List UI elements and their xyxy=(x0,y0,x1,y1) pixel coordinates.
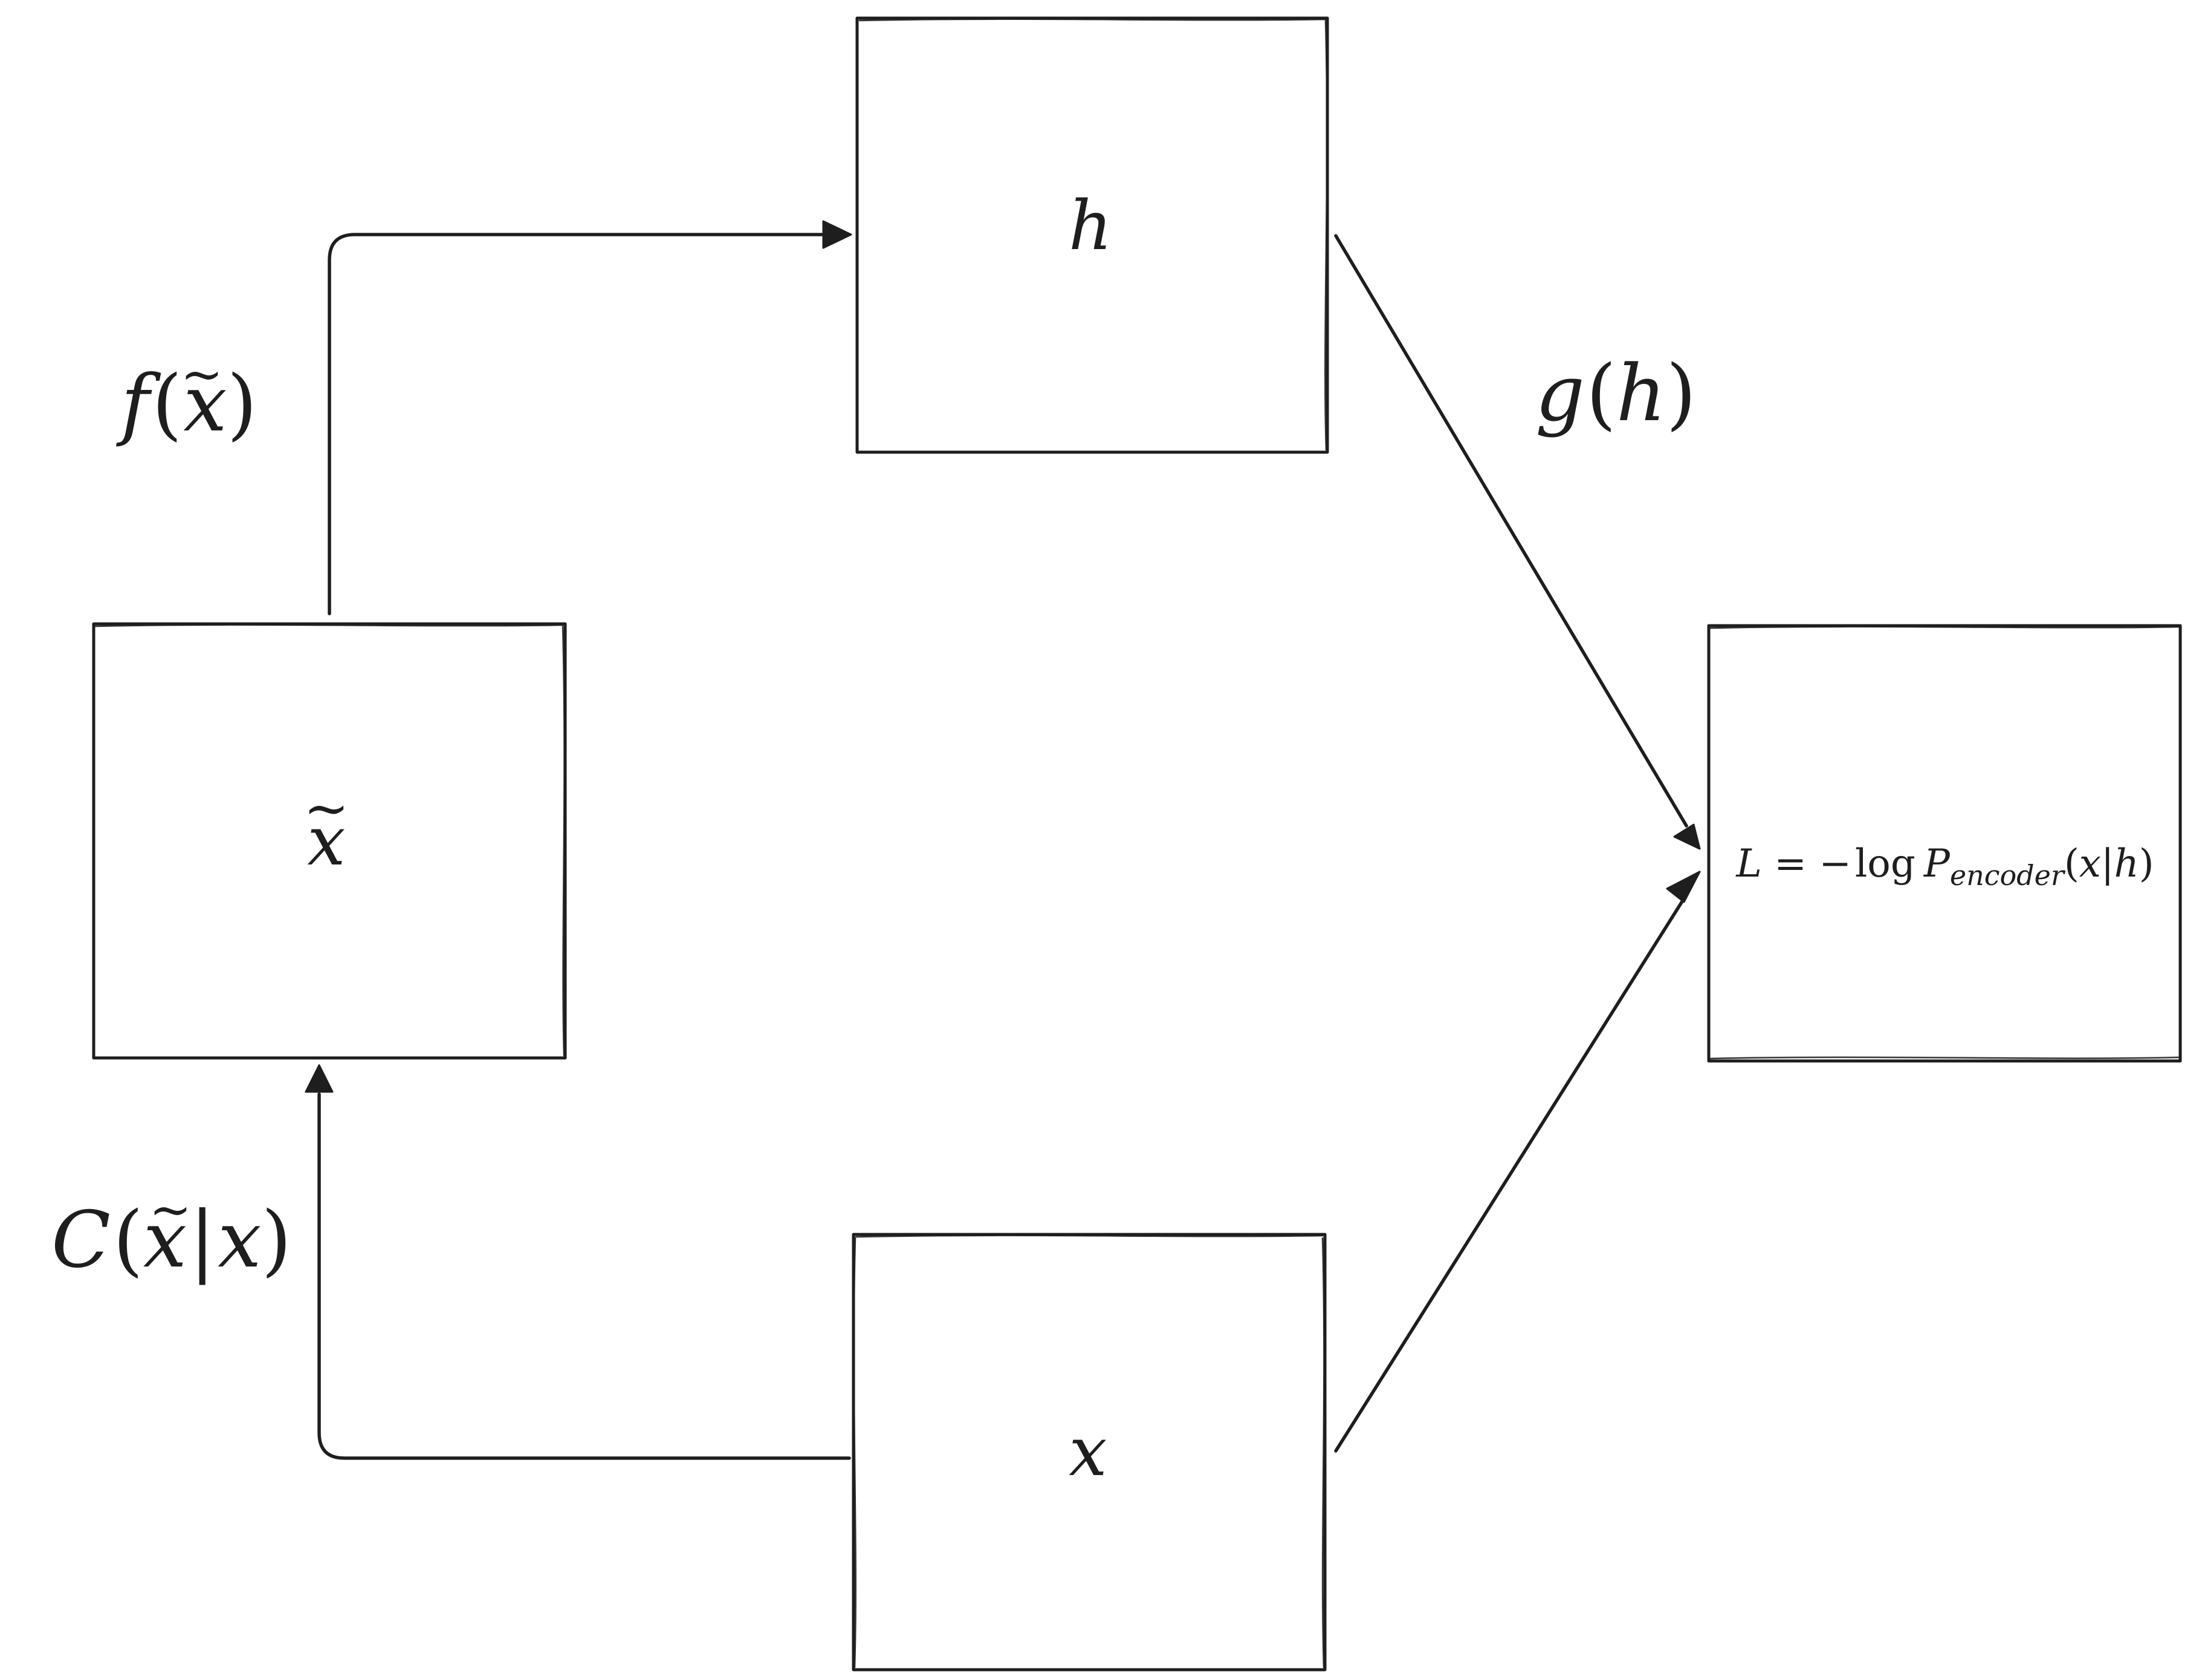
node-loss-sketch xyxy=(1709,626,2180,1060)
label-encoder: f(x) ~ xyxy=(116,345,257,449)
node-x-label: x xyxy=(1069,1413,1107,1491)
node-h[interactable]: h xyxy=(855,16,1329,454)
edge-reconstruction-line xyxy=(1334,893,1688,1453)
edge-decoder-arrowhead xyxy=(1673,823,1701,850)
node-x-tilde-label: x xyxy=(307,802,345,881)
node-h-label: h xyxy=(1069,187,1112,265)
node-x-tilde-mark: ~ xyxy=(303,777,349,840)
node-h-box xyxy=(855,16,1329,454)
label-encoder-tilde: ~ xyxy=(181,345,223,404)
node-x[interactable]: x xyxy=(852,1233,1327,1672)
label-decoder: g(h) xyxy=(1535,349,1696,439)
edge-encoder-arrowhead xyxy=(822,220,852,249)
edge-corruption-arrowhead xyxy=(305,1064,334,1093)
node-x-tilde[interactable]: x ~ xyxy=(92,622,567,1060)
edge-decoder-line xyxy=(1334,234,1688,828)
node-loss-box xyxy=(1707,624,2182,1063)
edge-corruption xyxy=(305,1064,851,1460)
edge-reconstruction-target xyxy=(1334,871,1701,1453)
edge-reconstruction-arrowhead xyxy=(1666,871,1701,903)
node-h-sketch xyxy=(858,18,1328,451)
label-corruption: C(x|x) ~ xyxy=(51,1180,291,1285)
label-encoder-text: f(x) xyxy=(116,359,257,449)
edge-encoder-line xyxy=(328,233,830,615)
label-decoder-text: g(h) xyxy=(1535,349,1696,439)
label-corruption-text: C(x|x) xyxy=(51,1195,291,1285)
label-corruption-tilde: ~ xyxy=(149,1180,192,1239)
node-x-tilde-box xyxy=(92,622,567,1060)
edge-encoder xyxy=(328,220,852,615)
node-x-sketch xyxy=(853,1234,1325,1669)
edge-decoder xyxy=(1334,234,1701,850)
node-x-box xyxy=(852,1233,1327,1672)
node-x-tilde-sketch xyxy=(94,624,565,1057)
edge-corruption-line xyxy=(317,1092,851,1460)
